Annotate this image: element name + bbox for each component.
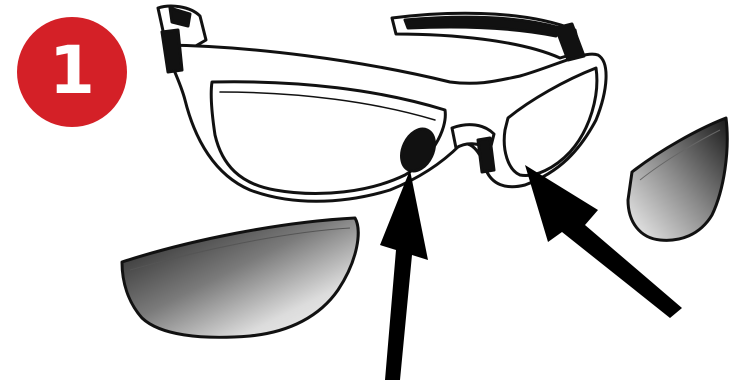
left-hinge — [162, 30, 182, 72]
right-nose-pad — [478, 138, 494, 172]
arrow-to-left-lens-socket — [380, 170, 428, 380]
detached-left-lens — [122, 218, 358, 337]
sunglasses-frame — [158, 6, 606, 201]
detached-right-lens — [628, 118, 727, 240]
